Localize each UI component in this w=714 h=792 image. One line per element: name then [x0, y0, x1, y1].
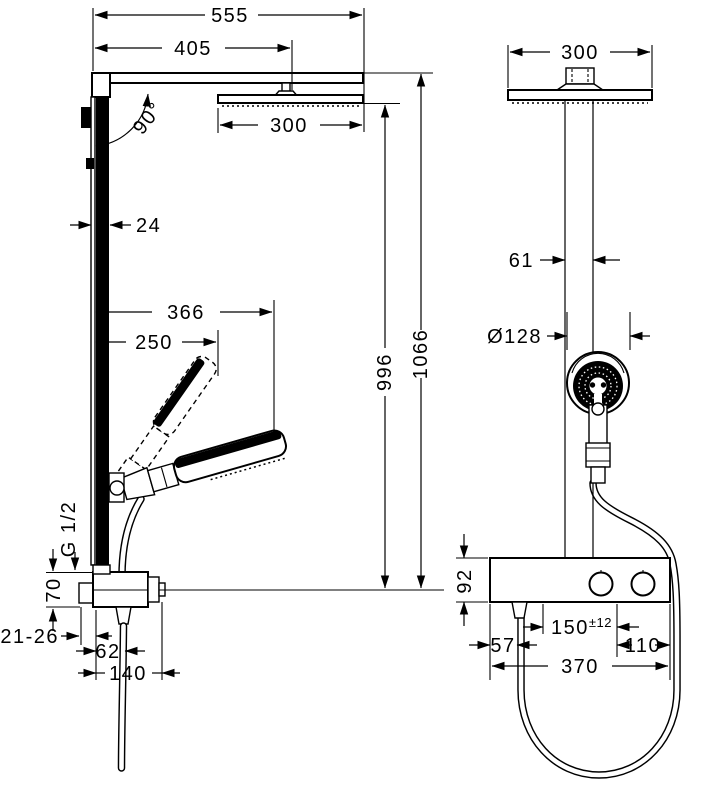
dim-knob-spacing: 110 — [625, 635, 661, 657]
side-view: 555 405 300 90° 24 366 — [0, 5, 444, 772]
dim-body-width: 370 — [561, 656, 599, 678]
dim-outlet-offset: 57 — [490, 635, 515, 657]
dim-total-width: 555 — [211, 5, 249, 27]
front-view: 300 61 Ø128 92 57 — [454, 42, 681, 779]
shower-bar — [81, 72, 364, 575]
overhead-shower-side — [217, 82, 364, 107]
valve-front — [489, 557, 671, 619]
front-dimensions: 300 61 Ø128 92 57 — [454, 42, 671, 680]
dim-thread: G 1/2 — [58, 501, 80, 557]
hose-outlet — [511, 601, 528, 619]
flow-knob — [630, 571, 656, 597]
overhead-arm — [92, 72, 364, 84]
dim-arm-width: 405 — [174, 38, 212, 60]
dim-supply-height: 70 — [43, 577, 65, 602]
lower-hose — [117, 622, 128, 772]
dim-head-width-front: 300 — [561, 42, 599, 64]
temperature-knob — [588, 571, 614, 597]
dim-connection-spacing: 150±12 — [551, 615, 612, 639]
dim-connection-tolerance: ±12 — [589, 615, 612, 630]
dim-bar-depth: 24 — [136, 215, 161, 237]
hose-loop — [517, 479, 681, 779]
dim-handshower-diameter: Ø128 — [487, 326, 542, 348]
hose-nipple — [115, 606, 132, 625]
hand-shower-holder — [108, 472, 125, 503]
dim-height-to-head: 996 — [374, 353, 396, 391]
dim-wall-gap: 21-26 — [0, 626, 59, 648]
dim-body-height: 92 — [454, 568, 476, 593]
overhead-shower-front — [507, 67, 653, 104]
hand-shower — [119, 429, 288, 501]
dim-hose-offset: 62 — [95, 641, 120, 663]
dim-bar-width: 61 — [509, 250, 534, 272]
hand-shower-front — [566, 351, 630, 484]
dim-handshower-length: 250 — [135, 332, 173, 354]
wall-bracket — [81, 107, 91, 128]
side-dimensions: 555 405 300 90° 24 366 — [0, 5, 433, 685]
dim-reach: 366 — [167, 302, 205, 324]
dim-head-width-side: 300 — [270, 115, 308, 137]
spray-button — [589, 377, 607, 395]
dim-depth: 140 — [109, 663, 147, 685]
dim-total-height: 1066 — [410, 329, 432, 380]
